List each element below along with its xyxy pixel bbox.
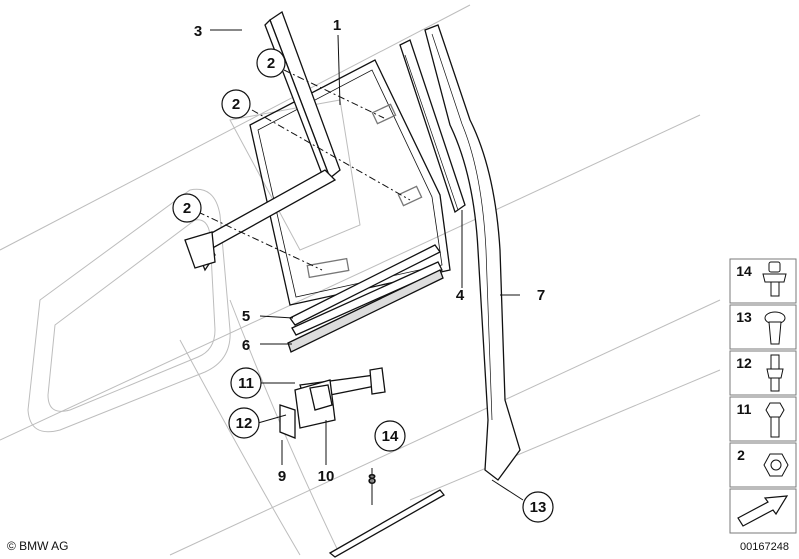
copyright-text: © BMW AG — [7, 539, 69, 553]
diagram-id-text: 00167248 — [740, 541, 789, 553]
callout-8: 8 — [368, 471, 376, 488]
vertical-seal-part — [399, 39, 466, 214]
callout-14: 14 — [374, 420, 406, 452]
callout-14-label: 14 — [382, 428, 399, 445]
hex-nut-icon — [763, 453, 789, 477]
hex-bolt-icon — [765, 402, 785, 438]
callout-2-b: 2 — [221, 89, 251, 119]
vehicle-body-outline — [0, 4, 721, 556]
callout-11-label: 11 — [238, 375, 254, 392]
callout-13-label: 13 — [530, 499, 547, 516]
legend-item-arrow — [729, 488, 797, 534]
callout-5: 5 — [242, 308, 250, 325]
leader-lines — [197, 29, 524, 505]
callout-12-label: 12 — [236, 415, 253, 432]
legend-item-12-label: 12 — [736, 355, 752, 371]
belt-seal-parts — [287, 244, 444, 353]
screw-clip-icon — [766, 354, 784, 392]
callout-2-c-label: 2 — [183, 200, 191, 217]
callout-2-c: 2 — [172, 193, 202, 223]
legend-item-2: 2 — [729, 442, 797, 488]
fastener-clip-icon — [762, 261, 787, 297]
legend-item-12: 12 — [729, 350, 797, 396]
legend-item-14: 14 — [729, 258, 797, 304]
door-glass-part — [249, 59, 451, 306]
callout-4: 4 — [456, 287, 465, 304]
direction-arrow-icon — [737, 495, 789, 527]
legend-item-13-label: 13 — [736, 309, 752, 325]
callout-13: 13 — [522, 491, 554, 523]
callout-2-a-label: 2 — [267, 55, 275, 72]
callout-2-a: 2 — [256, 48, 286, 78]
callout-3: 3 — [194, 23, 202, 40]
fastener-legend: 14 13 12 11 — [729, 258, 797, 534]
callout-6: 6 — [242, 337, 250, 354]
legend-item-2-label: 2 — [737, 447, 745, 463]
callout-1: 1 — [333, 17, 341, 34]
legend-item-14-label: 14 — [736, 263, 752, 279]
door-check-parts — [279, 367, 386, 439]
expanding-rivet-icon — [764, 311, 786, 345]
callout-10: 10 — [318, 468, 335, 485]
legend-item-13: 13 — [729, 304, 797, 350]
pillar-trim-part — [424, 24, 521, 481]
legend-item-11: 11 — [729, 396, 797, 442]
sill-strip-part — [328, 489, 445, 558]
legend-item-11-label: 11 — [737, 401, 752, 417]
callout-11: 11 — [230, 367, 262, 399]
callout-7: 7 — [537, 287, 545, 304]
callout-9: 9 — [278, 468, 286, 485]
callout-2-b-label: 2 — [232, 96, 240, 113]
callout-12: 12 — [228, 407, 260, 439]
